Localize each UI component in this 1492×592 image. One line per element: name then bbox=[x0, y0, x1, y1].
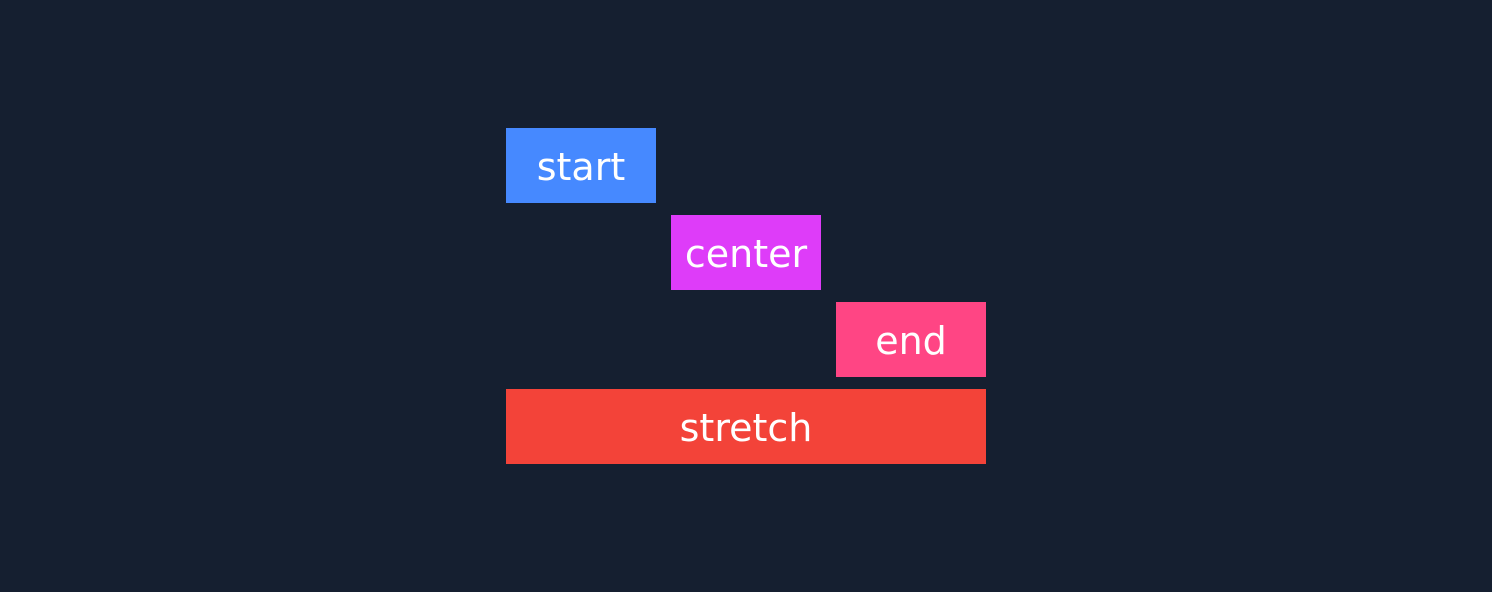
align-start-box: start bbox=[506, 128, 656, 203]
align-end-box: end bbox=[836, 302, 986, 377]
align-center-box: center bbox=[671, 215, 821, 290]
align-stretch-label: stretch bbox=[679, 405, 813, 450]
align-start-label: start bbox=[536, 144, 626, 189]
align-center-label: center bbox=[684, 231, 808, 276]
alignment-container: start center end stretch bbox=[506, 128, 986, 464]
align-end-label: end bbox=[875, 318, 947, 363]
align-stretch-box: stretch bbox=[506, 389, 986, 464]
